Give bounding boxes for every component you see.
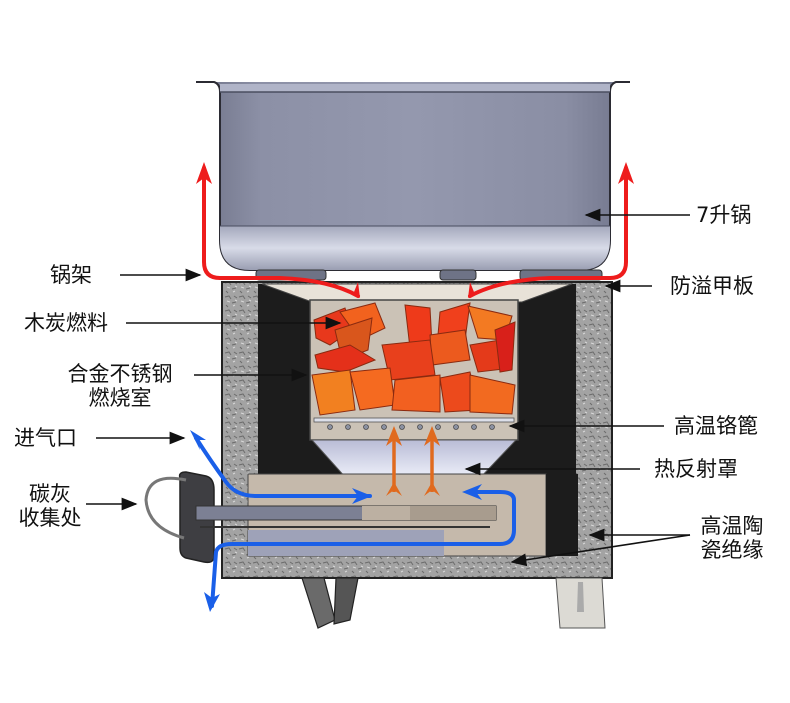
air-flow [194, 436, 516, 608]
stove-legs [301, 577, 606, 629]
label-ash-collection-line2: 收集处 [18, 506, 82, 530]
rising-heat-arrows [386, 426, 440, 496]
label-chrome-grate: 高温铬篦 [674, 414, 758, 438]
hot-gas-flow [202, 166, 628, 298]
label-heat-reflector: 热反射罩 [654, 457, 738, 481]
ash-drawer [144, 471, 497, 564]
air-flow-arrowheads [190, 430, 482, 612]
label-air-inlet: 进气口 [14, 426, 77, 450]
label-spill-plate: 防溢甲板 [670, 274, 754, 298]
label-ceramic-insulation: 高温陶 瓷绝缘 [694, 514, 770, 562]
heat-reflector [310, 439, 518, 479]
label-combustion-chamber-line1: 合金不锈钢 [67, 362, 173, 386]
label-ash-collection-line1: 碳灰 [29, 482, 71, 506]
charcoal-fuel [311, 302, 516, 416]
label-ceramic-insulation-line1: 高温陶 [700, 514, 764, 538]
label-ceramic-insulation-line2: 瓷绝缘 [700, 538, 764, 562]
label-pot: 7升锅 [696, 203, 752, 227]
label-charcoal-fuel: 木炭燃料 [24, 311, 108, 335]
label-combustion-chamber: 合金不锈钢 燃烧室 [52, 362, 188, 410]
label-pot-stand: 锅架 [50, 263, 92, 287]
hot-gas-arrowheads [196, 162, 634, 298]
label-combustion-chamber-line2: 燃烧室 [88, 386, 152, 410]
leader-lines [86, 208, 691, 567]
pot-7l [196, 81, 630, 271]
label-ash-collection: 碳灰 收集处 [12, 482, 88, 530]
